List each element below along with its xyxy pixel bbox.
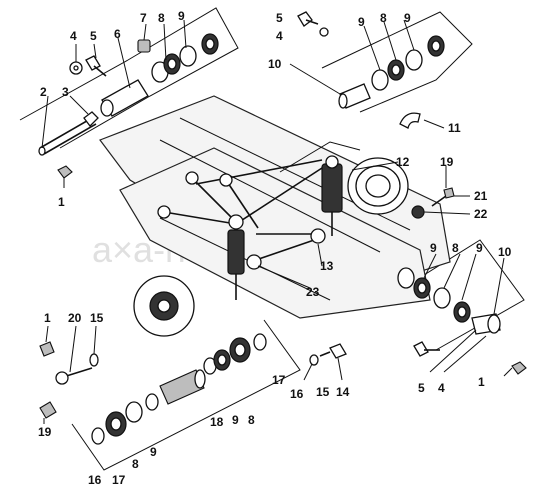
callout-frame-bottom-left — [71, 319, 301, 471]
washer-16b — [253, 333, 267, 351]
callout-8: 8 — [380, 11, 387, 25]
callout-22: 22 — [474, 207, 488, 221]
bolt-14 — [319, 343, 347, 359]
callout-21: 21 — [474, 189, 488, 203]
callout-15: 15 — [90, 311, 104, 325]
bushing-3 — [83, 111, 99, 127]
washer-4b — [319, 27, 329, 37]
rod-2 — [38, 117, 97, 156]
grease-fitting-19a — [431, 187, 455, 207]
callout-5: 5 — [418, 381, 425, 395]
suspension-rods — [157, 159, 326, 270]
bearing-set-top-right — [371, 35, 445, 91]
washer-16a — [91, 427, 105, 445]
cap-7 — [137, 39, 151, 53]
callout-8: 8 — [452, 241, 459, 255]
callout-1: 1 — [44, 311, 51, 325]
nut-15a — [89, 353, 99, 367]
callout-6: 6 — [114, 27, 121, 41]
sleeve-10b — [471, 313, 501, 335]
callout-11: 11 — [448, 121, 461, 135]
callout-17: 17 — [112, 473, 126, 487]
bolt-5b — [297, 11, 319, 27]
callout-18: 18 — [210, 415, 224, 429]
callout-9: 9 — [358, 15, 365, 29]
nut-15b — [309, 354, 319, 366]
nut-1c — [511, 361, 527, 375]
callout-3: 3 — [62, 85, 69, 99]
callout-23: 23 — [306, 285, 320, 299]
callout-9: 9 — [232, 413, 239, 427]
callout-8: 8 — [132, 457, 139, 471]
sleeve-18 — [159, 369, 206, 405]
callout-4: 4 — [70, 29, 77, 43]
nut-1a — [57, 165, 73, 179]
bearing-8d — [125, 401, 143, 423]
callout-4: 4 — [438, 381, 445, 395]
bearing-17b — [229, 337, 251, 363]
callout-10: 10 — [268, 57, 282, 71]
callout-8: 8 — [158, 11, 165, 25]
callout-8: 8 — [248, 413, 255, 427]
callout-4: 4 — [276, 29, 283, 43]
washer-4a — [69, 61, 83, 75]
callout-1: 1 — [58, 195, 65, 209]
elbow-fitting-11 — [399, 112, 421, 129]
bolt-5c — [413, 341, 440, 357]
bearing-17a — [105, 411, 127, 437]
callout-labels: 1 2 3 4 5 6 7 8 9 5 4 10 9 8 9 11 12 19 … — [38, 9, 512, 487]
callout-12: 12 — [396, 155, 410, 169]
seal-9f — [145, 393, 159, 411]
brake-drum — [347, 157, 409, 215]
sleeve-10a — [338, 83, 371, 109]
callout-14: 14 — [336, 385, 350, 399]
callout-20: 20 — [68, 311, 82, 325]
pin-20 — [55, 367, 93, 385]
bolt-5a — [85, 55, 107, 77]
callout-9: 9 — [404, 11, 411, 25]
callout-13: 13 — [320, 259, 334, 273]
shock-absorber-right — [321, 155, 343, 236]
grease-fitting-1b — [39, 341, 55, 357]
callout-16: 16 — [88, 473, 102, 487]
shock-absorber-center — [227, 229, 245, 300]
callout-7: 7 — [140, 11, 147, 25]
callout-19: 19 — [440, 155, 454, 169]
callout-19: 19 — [38, 425, 52, 439]
bearing-8e — [213, 349, 231, 371]
washer-22 — [411, 205, 425, 219]
callout-5: 5 — [276, 11, 283, 25]
callout-5: 5 — [90, 29, 97, 43]
callout-10: 10 — [498, 245, 512, 259]
callout-9: 9 — [178, 9, 185, 23]
callout-15: 15 — [316, 385, 330, 399]
callout-9: 9 — [476, 241, 483, 255]
callout-1: 1 — [478, 375, 485, 389]
callout-frame-top-right — [321, 11, 473, 113]
sleeve-6 — [100, 79, 149, 117]
bearing-set-bottom-right — [397, 267, 471, 323]
callout-2: 2 — [40, 85, 47, 99]
callout-16: 16 — [290, 387, 304, 401]
callout-frame-top-left — [19, 7, 239, 149]
callout-17: 17 — [272, 373, 286, 387]
wheel-hub — [133, 275, 195, 337]
grease-fitting-19b — [39, 401, 57, 419]
leader-lines — [41, 19, 513, 424]
callout-9: 9 — [430, 241, 437, 255]
bearing-set-8a — [151, 33, 219, 83]
callout-9: 9 — [150, 445, 157, 459]
